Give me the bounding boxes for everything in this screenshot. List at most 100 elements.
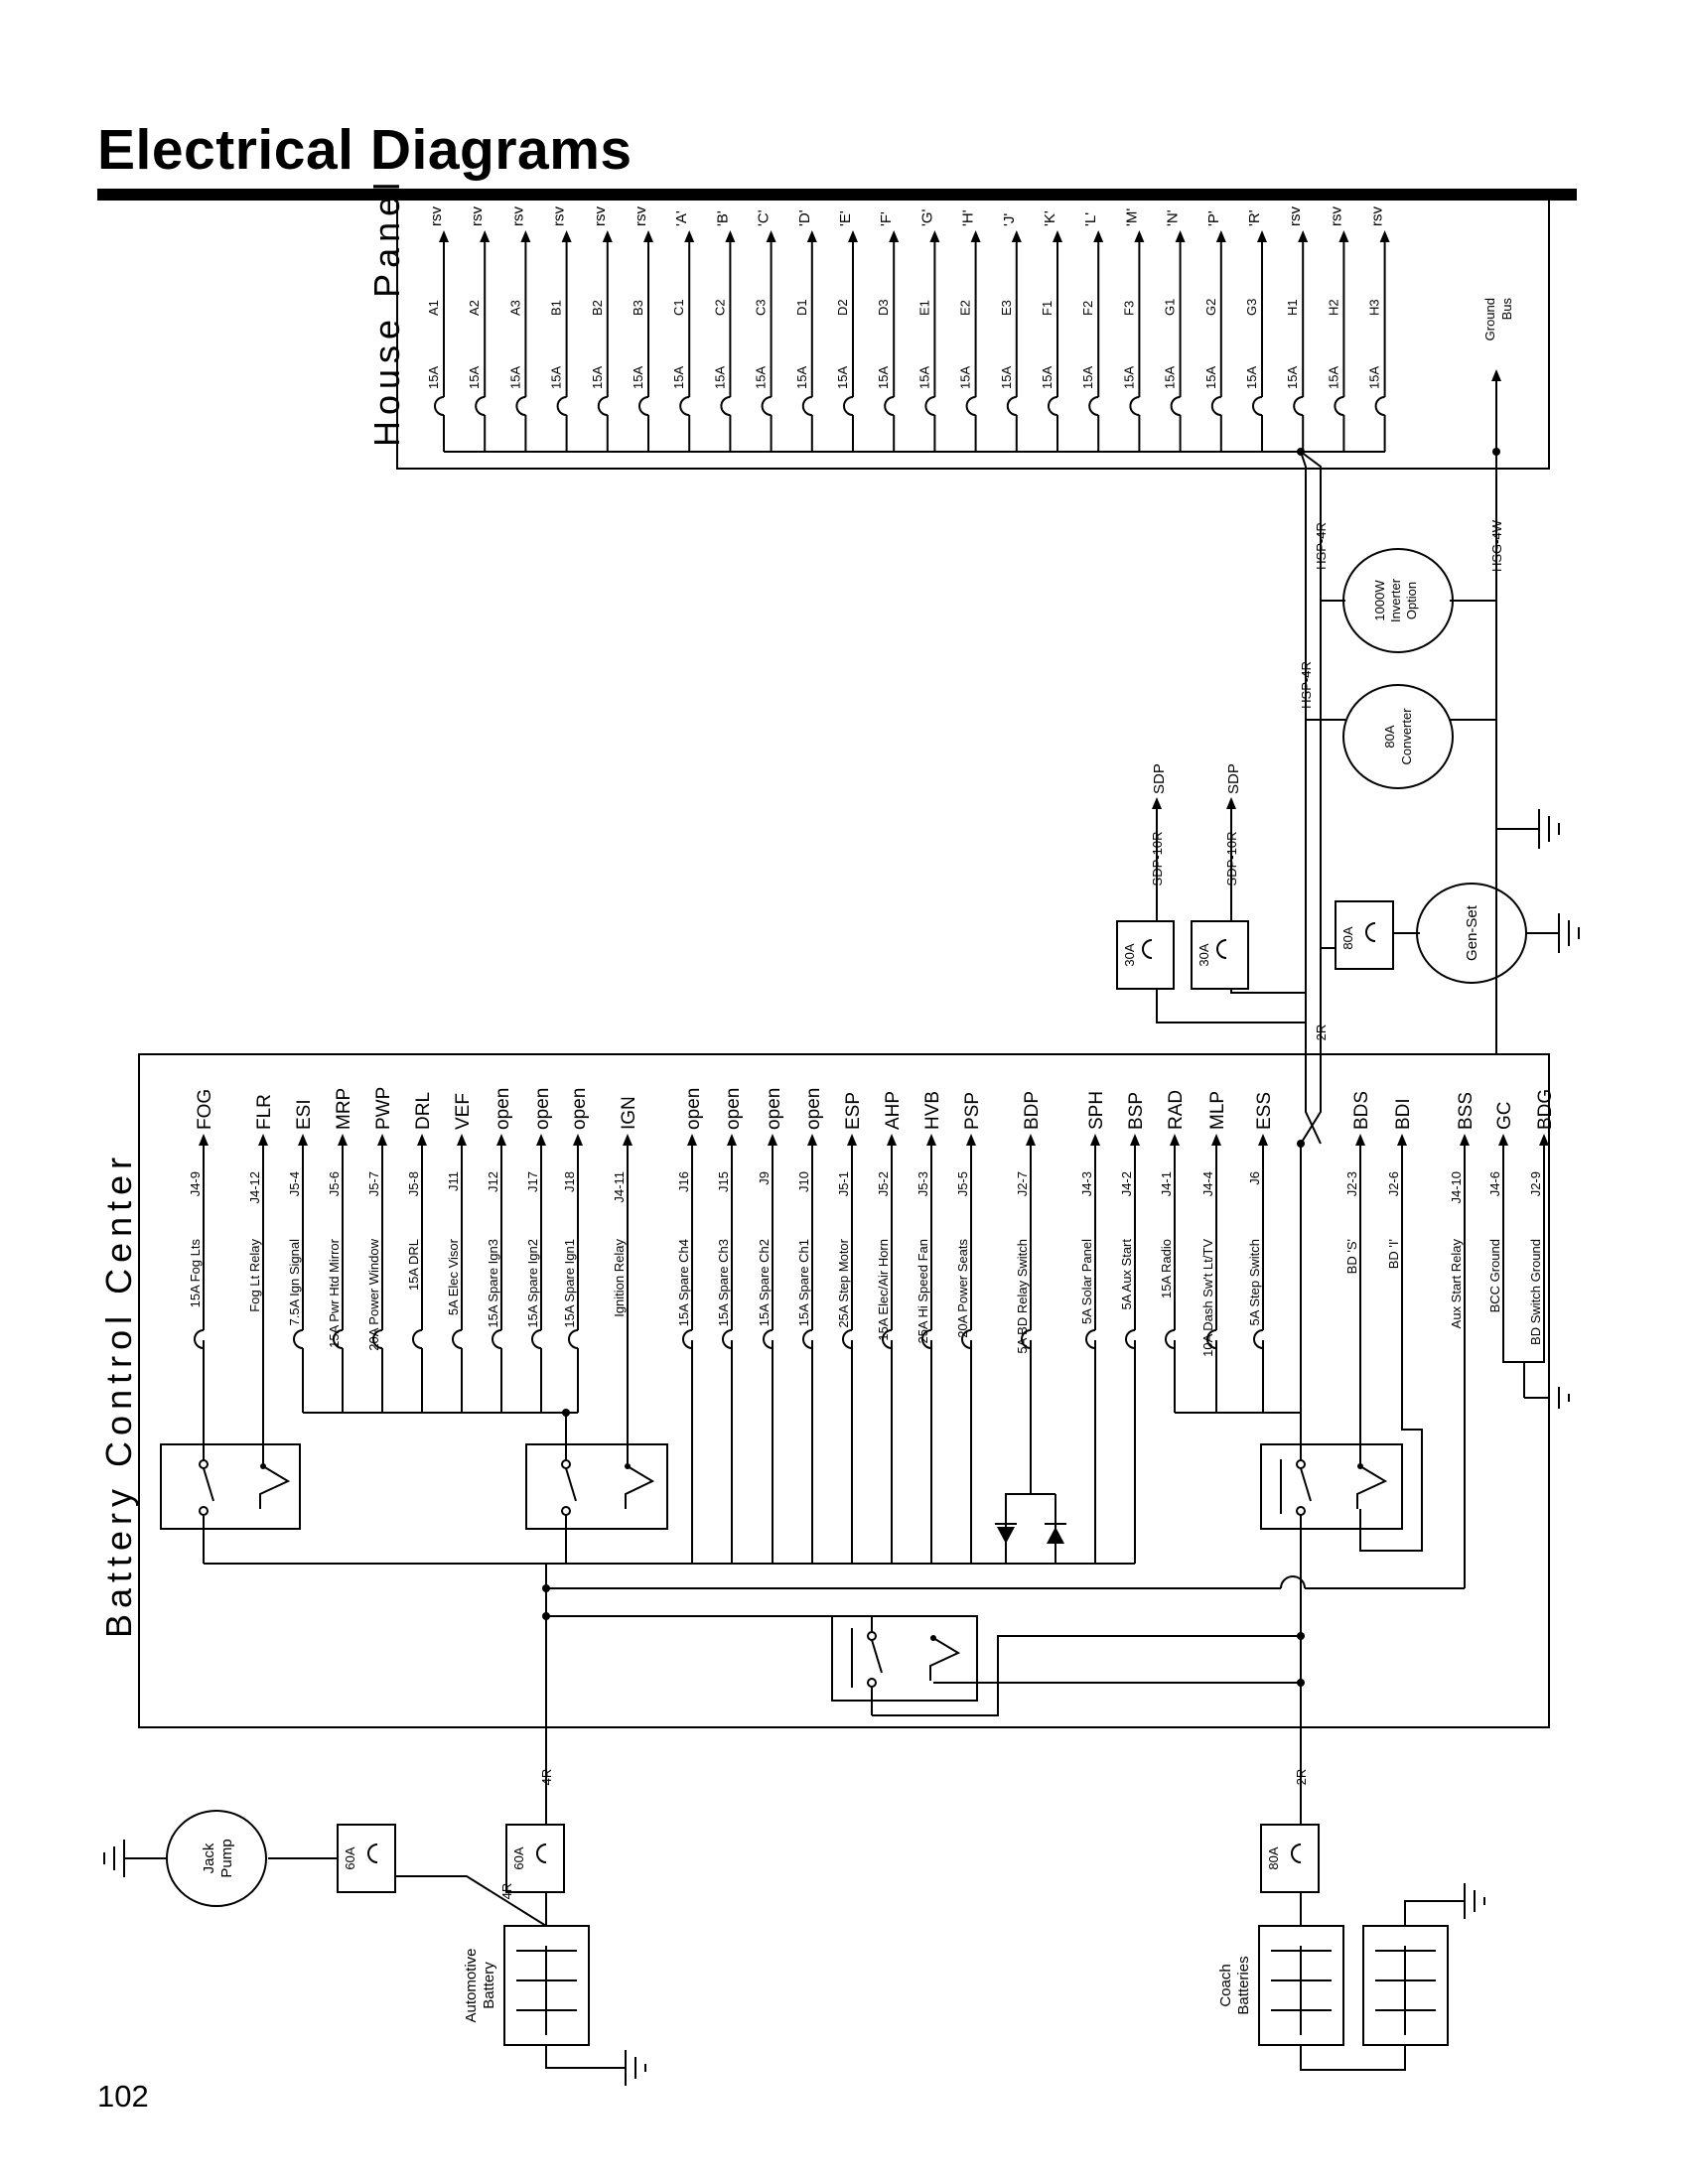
breaker-id: F2: [1080, 301, 1095, 316]
breaker-amps: 15A: [671, 366, 686, 389]
circuit-arrow-icon: [1460, 1134, 1470, 1146]
circuit-code: SPH: [1086, 1091, 1107, 1130]
breaker-arrow-icon: [1011, 230, 1022, 242]
bcc-title: Battery Control Center: [98, 1152, 139, 1638]
breaker-id: E1: [916, 300, 931, 316]
breaker-amps: 15A: [999, 366, 1014, 389]
circuit-arrow-icon: [573, 1134, 583, 1146]
title-rule: [97, 189, 1577, 201]
bcc-internal-wiring: [203, 1140, 1466, 1727]
circuit-arrow-icon: [377, 1134, 387, 1146]
circuit-pin: J2-6: [1386, 1171, 1401, 1196]
circuit-code: AHP: [883, 1091, 904, 1130]
breaker-amps: 15A: [426, 366, 441, 389]
breaker-arrow-icon: [643, 230, 653, 242]
circuit-arrow-icon: [1539, 1134, 1549, 1146]
circuit-code: PSP: [962, 1092, 983, 1130]
sdp-2-label: SDP: [1225, 763, 1242, 794]
page-title: Electrical Diagrams: [97, 118, 633, 182]
breaker-amps: 15A: [1367, 366, 1382, 389]
breaker-id: G3: [1244, 299, 1259, 316]
circuit-code: open: [569, 1088, 590, 1130]
ground-symbol-icon: [1496, 809, 1560, 849]
circuit-code: BSS: [1456, 1092, 1477, 1130]
breaker-arrow-icon: [480, 230, 491, 242]
breaker-load: 'B': [714, 210, 731, 226]
breaker-id: H2: [1326, 299, 1340, 316]
house-panel-title: House Panel: [366, 177, 407, 447]
breaker-arrow-icon: [848, 230, 858, 242]
circuit-code: ESS: [1254, 1092, 1275, 1130]
circuit-fuse-label: 20A Power Seats: [955, 1239, 970, 1338]
breaker-arrow-icon: [1338, 230, 1349, 242]
circuit-fuse-label: 15A Pwr Htd Mirror: [327, 1238, 342, 1347]
circuit-pin: J11: [446, 1171, 461, 1191]
circuit-fuse-label: 5A BD Relay Switch: [1015, 1239, 1030, 1354]
bcc-border: [138, 1053, 1550, 1728]
breaker-load: rsv: [469, 206, 486, 226]
breaker-arrow-icon: [1093, 230, 1104, 242]
breaker-load: 'K': [1042, 210, 1058, 226]
breaker-load: 'D': [796, 209, 813, 226]
circuit-fuse-label: 25A Hi Speed Fan: [915, 1239, 930, 1344]
hsp-4r-label-upper: HSP-4R: [1314, 522, 1329, 570]
breaker-arrow-icon: [1379, 230, 1390, 242]
circuit-code: ESI: [294, 1099, 315, 1130]
circuit-arrow-icon: [199, 1134, 209, 1146]
circuit-pin: J4-11: [612, 1171, 627, 1203]
circuit-code: RAD: [1166, 1090, 1187, 1130]
circuit-pin: J5-2: [876, 1171, 891, 1196]
circuit-pin: J12: [486, 1171, 500, 1192]
house-panel: House Panel 15AA1rsv15AA2rsv15AA3rsv15AB…: [366, 177, 1560, 1054]
circuit-arrow-icon: [496, 1134, 506, 1146]
breaker-load: 'J': [1001, 213, 1018, 226]
breaker-id: F1: [1040, 301, 1055, 316]
breaker-amps: 15A: [590, 366, 605, 389]
circuit-fuse-label: 7.5A Ign Signal: [287, 1239, 302, 1326]
feeder-wires: HSP-4R HSP-4R HSG-4W 2R: [1156, 451, 1504, 1145]
breaker-load: 'F': [878, 211, 895, 226]
sdp-1-label: SDP: [1151, 763, 1168, 794]
circuit-arrow-icon: [1397, 1134, 1407, 1146]
sdp-breaker-2-label: 30A: [1196, 943, 1211, 966]
breaker-amps: 15A: [794, 366, 809, 389]
coach-batteries-section: 2R 80A CoachBatteries: [1217, 1727, 1485, 2071]
circuit-arrow-icon: [807, 1134, 817, 1146]
breaker-load: rsv: [1369, 206, 1386, 226]
breaker-arrow-icon: [561, 230, 572, 242]
circuit-arrow-icon: [887, 1134, 897, 1146]
breaker-amps: 15A: [1285, 366, 1300, 389]
automotive-battery-section: 4R 60A AutomotiveBattery 4R 60A JackPump: [103, 1727, 646, 2086]
circuit-fuse-label: 25A Step Motor: [836, 1238, 851, 1327]
circuit-pin: J5-1: [836, 1171, 851, 1196]
circuit-code: PWP: [373, 1087, 394, 1130]
circuit-fuse-label: 5A Elec Visor: [446, 1238, 461, 1315]
circuit-fuse-label: 5A Step Switch: [1247, 1239, 1262, 1325]
breaker-id: B1: [549, 300, 564, 316]
circuit-code: MLP: [1207, 1091, 1228, 1130]
breaker-load: 'L': [1082, 212, 1099, 226]
house-breaker: 15A D1 'D': [794, 209, 817, 452]
circuit-code: ESP: [843, 1092, 864, 1130]
breaker-id: D1: [794, 299, 809, 316]
